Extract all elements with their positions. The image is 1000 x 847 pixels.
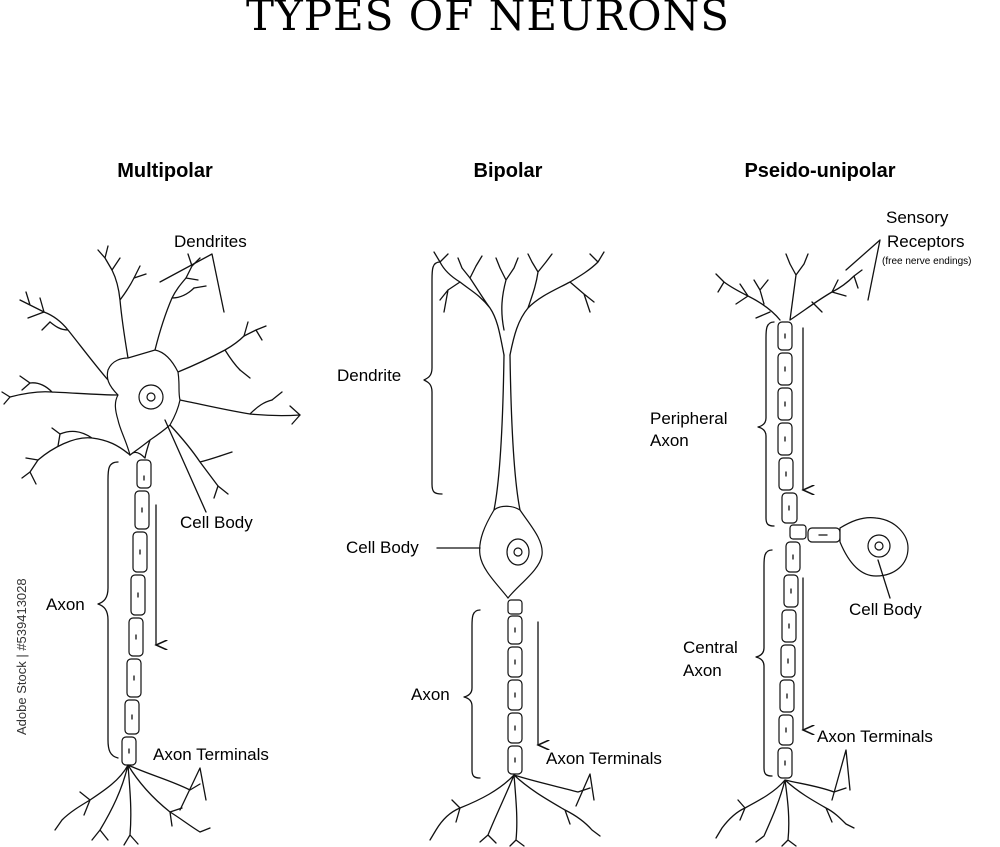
multipolar-axon-terminals [54, 764, 211, 846]
multipolar-terminals-pointer [179, 767, 207, 811]
bipolar-label-dendrite: Dendrite [337, 366, 401, 385]
bipolar-dendrite-brace [423, 261, 443, 495]
multipolar-label-axon: Axon [46, 595, 85, 614]
bipolar-heading: Bipolar [474, 160, 543, 182]
multipolar-axon-brace [97, 461, 119, 759]
multipolar-dendrite-branches [1, 245, 301, 499]
bipolar-label-axon: Axon [411, 685, 450, 704]
multipolar-axon [121, 459, 152, 766]
pseudo-unipolar-nucleolus [874, 541, 884, 551]
multipolar-dendrites-pointer [159, 253, 225, 313]
multipolar-label-dendrites: Dendrites [174, 232, 247, 251]
multipolar-heading: Multipolar [117, 160, 213, 182]
pseudo-unipolar-label-free-nerve-endings: (free nerve endings) [882, 256, 972, 267]
bipolar-nucleolus [513, 547, 523, 557]
bipolar-axon [507, 599, 523, 775]
pseudo-unipolar-receptor-branches [715, 253, 863, 321]
pseudo-unipolar-label-axon-terminals: Axon Terminals [817, 727, 933, 746]
bipolar-label-cell-body: Cell Body [346, 538, 419, 557]
pseudo-unipolar-label-sensory: Sensory [886, 208, 949, 227]
multipolar-label-cell-body: Cell Body [180, 513, 253, 532]
bipolar-dendrite-stem [493, 354, 521, 511]
pseudo-unipolar-label-central-axon: Axon [683, 661, 722, 680]
multipolar-label-axon-terminals: Axon Terminals [153, 745, 269, 764]
pseudo-unipolar-central-axon [777, 541, 801, 779]
multipolar-neuron: Multipolar [1, 160, 301, 846]
bipolar-axon-brace [463, 609, 481, 779]
multipolar-nucleolus [146, 392, 156, 402]
pseudo-unipolar-label-peripheral: Peripheral [650, 409, 728, 428]
bipolar-neuron: Bipolar Dendrite [337, 160, 662, 847]
bipolar-label-axon-terminals: Axon Terminals [546, 749, 662, 768]
pseudo-unipolar-junction [789, 524, 807, 540]
bipolar-axon-terminals [429, 774, 601, 847]
pseudo-unipolar-terminals-pointer [831, 749, 851, 801]
multipolar-cell-body [9, 269, 301, 487]
pseudo-unipolar-neuron: Pseido-unipolar [650, 160, 972, 847]
pseudo-unipolar-cell-body-pointer [877, 559, 891, 599]
pseudo-unipolar-peripheral-axon [777, 321, 798, 524]
bipolar-dendritic-tree [433, 251, 605, 356]
pseudo-unipolar-label-central: Central [683, 638, 738, 657]
page-title: TYPES OF NEURONS [246, 0, 730, 40]
pseudo-unipolar-receptors-pointer [845, 239, 881, 301]
pseudo-unipolar-heading: Pseido-unipolar [744, 160, 895, 182]
bipolar-terminals-pointer [575, 773, 595, 807]
stock-watermark: Adobe Stock | #539413028 [14, 578, 29, 735]
pseudo-unipolar-axon-terminals [715, 779, 855, 847]
multipolar-cell-body-pointer [164, 419, 207, 513]
pseudo-unipolar-label-cell-body: Cell Body [849, 600, 922, 619]
pseudo-unipolar-peripheral-brace [757, 321, 775, 527]
pseudo-unipolar-label-peripheral-axon: Axon [650, 431, 689, 450]
pseudo-unipolar-central-brace [755, 549, 773, 777]
pseudo-unipolar-label-receptors: Receptors [887, 232, 964, 251]
